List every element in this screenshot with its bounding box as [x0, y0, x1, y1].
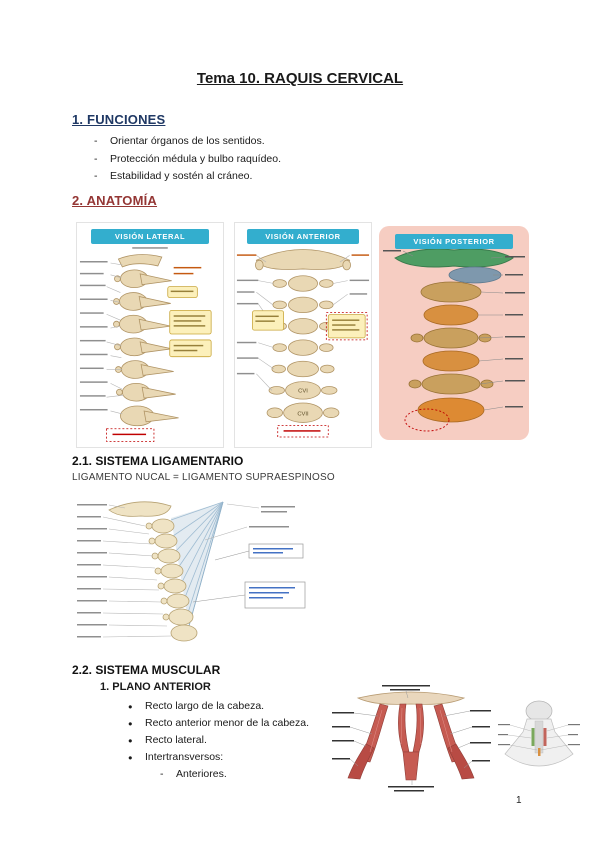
label-leader-lines [349, 690, 473, 785]
bullet-marker: ● [128, 702, 133, 711]
ligament-illustration [77, 501, 306, 642]
muscle-striation-lines [369, 707, 453, 753]
label-leader-lines [402, 250, 504, 411]
bullet-marker: ● [128, 719, 133, 728]
figure-caption-lateral: VISIÓN LATERAL [91, 229, 209, 244]
posterior-spine-illustration [379, 226, 529, 440]
list-item: ● Intertransversos: [128, 749, 309, 766]
vertebrae-column [408, 281, 494, 423]
figure-vision-lateral: VISIÓN LATERAL [76, 222, 224, 448]
list-item: ● Recto lateral. [128, 732, 309, 749]
anterior-spine-illustration: CVI CVII [236, 249, 370, 438]
list-item: ● Recto largo de la cabeza. [128, 698, 309, 715]
plano-anterior-item: 1. PLANO ANTERIOR [100, 681, 211, 693]
page-title: Tema 10. RAQUIS CERVICAL [196, 70, 404, 87]
list-item-text: Recto largo de la cabeza. [145, 700, 265, 712]
atlas-green-bone [394, 248, 514, 268]
vertebrae-column [266, 275, 340, 423]
heading-anatomia: 2. ANATOMÍA [72, 193, 158, 208]
list-item-text: Estabilidad y sostén al cráneo. [110, 170, 253, 182]
green-muscle-highlight [531, 728, 535, 746]
heading-funciones: 1. FUNCIONES [72, 112, 166, 127]
anterior-muscles-illustration [332, 685, 491, 792]
list-item: - Orientar órganos de los sentidos. [94, 133, 281, 151]
page-number: 1 [516, 795, 522, 806]
skull-base [356, 691, 466, 705]
heading-muscular: 2.2. SISTEMA MUSCULAR [72, 663, 221, 677]
bullet-marker: ● [128, 736, 133, 745]
list-item: ● Recto anterior menor de la cabeza. [128, 715, 309, 732]
label-text-marks [236, 279, 370, 375]
label-text-marks [383, 250, 525, 408]
orange-annotation-marks [236, 254, 370, 256]
bullet-marker: ● [128, 753, 133, 762]
label-leader-lines [106, 262, 124, 415]
callout-boxes [192, 543, 306, 609]
skull-and-vertebrae [108, 501, 198, 642]
dash-marker: - [94, 152, 98, 165]
label-text-marks [77, 504, 295, 638]
heading-ligamentario: 2.1. SISTEMA LIGAMENTARIO [72, 454, 244, 468]
label-text-marks [498, 724, 580, 746]
list-item: - Protección médula y bulbo raquídeo. [94, 151, 281, 169]
funciones-list: - Orientar órganos de los sentidos. - Pr… [94, 133, 281, 186]
list-item-text: Recto lateral. [145, 734, 207, 746]
ligament-fan-lines [170, 501, 224, 627]
sub-list-item-text: Anteriores. [176, 768, 227, 780]
highlight-callout-boxes [252, 310, 366, 339]
posterior-muscles-illustration [498, 700, 580, 767]
list-item-text: Orientar órganos de los sentidos. [110, 135, 265, 147]
muscular-list: ● Recto largo de la cabeza. ● Recto ante… [128, 698, 309, 783]
red-muscle-highlight [543, 728, 547, 746]
label-text-marks [79, 247, 168, 411]
dash-marker: - [94, 135, 98, 147]
orange-annotation-marks [173, 266, 202, 275]
figure-sistema-ligamentario [75, 490, 310, 648]
list-item-text: Intertransversos: [145, 751, 224, 763]
sub-list-item: - Anteriores. [160, 766, 309, 783]
highlight-callout-boxes [167, 286, 212, 358]
orange-muscle-highlight [538, 748, 541, 756]
lateral-spine-illustration [79, 247, 212, 442]
label-leader-lines [102, 503, 260, 638]
figure-anterior-neck-muscles [330, 682, 493, 795]
ligamentario-subtitle: LIGAMENTO NUCAL = LIGAMENTO SUPRAESPINOS… [72, 472, 335, 483]
label-leader-lines [507, 724, 569, 751]
dash-marker: - [94, 170, 98, 182]
list-item: - Estabilidad y sostén al cráneo. [94, 168, 281, 186]
list-item-text: Recto anterior menor de la cabeza. [145, 717, 310, 729]
vertebra-label-c6: CVI [298, 388, 308, 394]
occipital-bone [255, 249, 351, 271]
neck-muscles [347, 703, 475, 781]
head-outline [525, 700, 553, 722]
dash-marker: - [160, 768, 164, 780]
list-item-text: Protección médula y bulbo raquídeo. [110, 152, 282, 165]
red-dashed-annotation [404, 408, 450, 432]
figure-posterior-neck-muscles [497, 698, 581, 776]
label-text-marks [332, 685, 491, 792]
figure-vision-anterior: VISIÓN ANTERIOR CVI CVII [234, 222, 372, 448]
red-dashed-annotation [106, 428, 155, 442]
vertebra-label-c7: CVII [297, 412, 309, 418]
figure-caption-anterior: VISIÓN ANTERIOR [247, 229, 359, 244]
vertebrae-column [113, 254, 179, 427]
figure-caption-posterior: VISIÓN POSTERIOR [395, 234, 513, 249]
figure-vision-posterior: VISIÓN POSTERIOR [378, 222, 530, 444]
